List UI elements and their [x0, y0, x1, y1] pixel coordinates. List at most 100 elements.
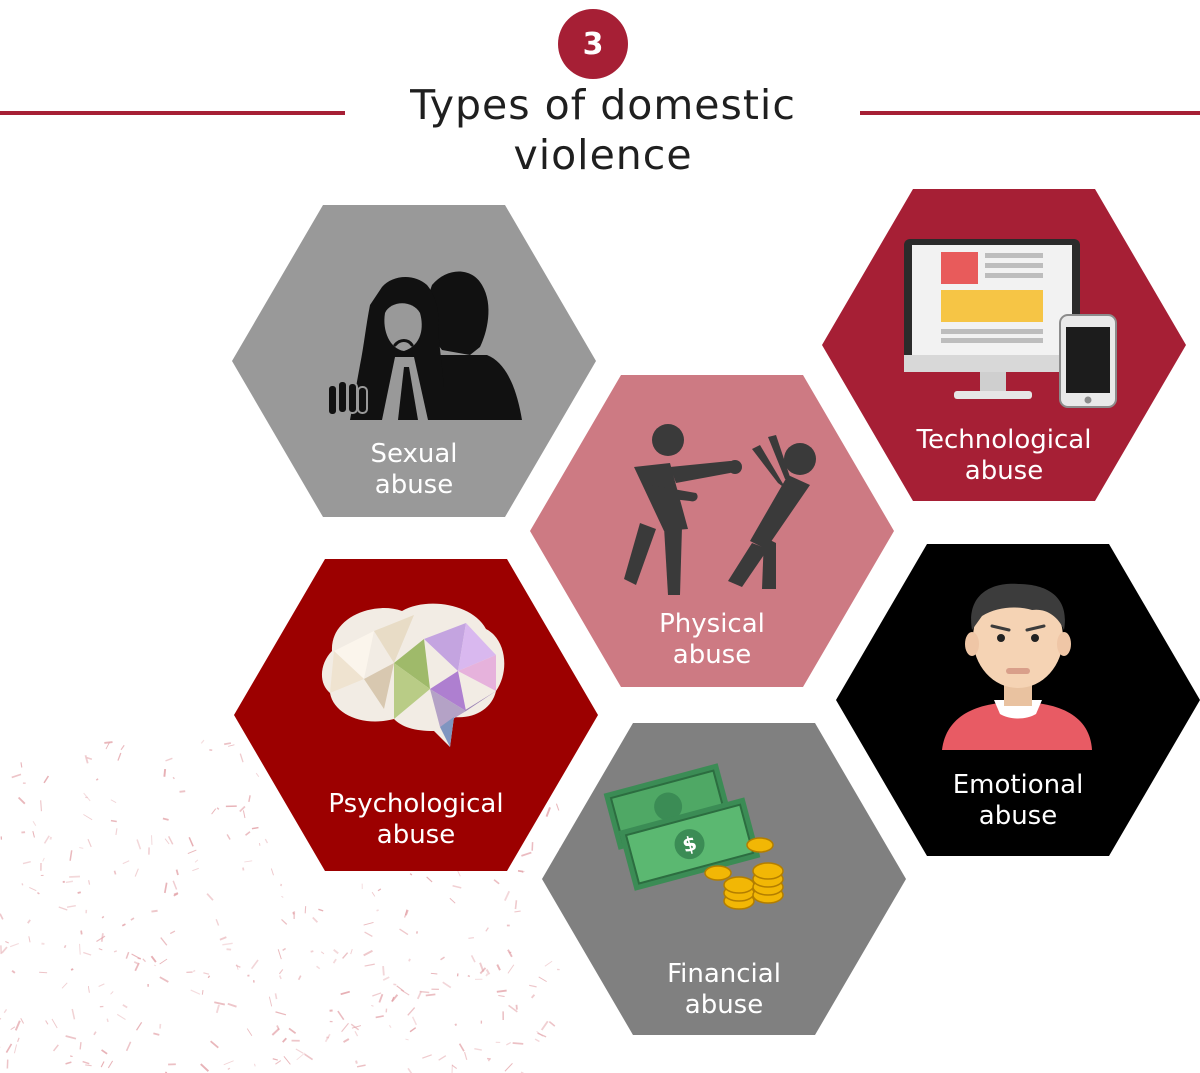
speckle-mark	[43, 835, 50, 844]
speckle-mark	[113, 950, 118, 953]
speckle-mark	[228, 744, 235, 747]
speckle-mark	[275, 1060, 282, 1065]
speckle-mark	[79, 847, 84, 849]
speckle-mark	[215, 1004, 220, 1014]
speckle-mark	[65, 880, 74, 884]
hex-physical-abuse: Physical abuse	[530, 375, 894, 687]
speckle-mark	[275, 1011, 287, 1016]
speckle-mark	[42, 857, 45, 862]
speckle-mark	[409, 1027, 417, 1033]
brain-icon	[321, 603, 505, 747]
speckle-mark	[69, 850, 73, 861]
title-line-1: Types of domestic	[410, 81, 796, 129]
speckle-mark	[538, 976, 547, 983]
speckle-mark	[122, 860, 130, 865]
speckle-mark	[173, 892, 179, 897]
speckle-mark	[440, 956, 445, 961]
speckle-mark	[11, 969, 16, 974]
speckle-mark	[452, 885, 462, 889]
speckle-mark	[227, 1067, 231, 1070]
speckle-mark	[96, 935, 106, 943]
speckle-mark	[271, 1027, 280, 1036]
speckle-mark	[226, 834, 231, 840]
speckle-mark	[268, 996, 273, 1007]
speckle-mark	[200, 739, 205, 744]
speckle-mark	[63, 945, 67, 949]
label-line-2: abuse	[684, 990, 764, 1020]
speckle-mark	[296, 1052, 306, 1061]
speckle-mark	[312, 916, 319, 923]
label-line-2: abuse	[978, 801, 1058, 831]
speckle-mark	[150, 955, 157, 963]
speckle-mark	[364, 931, 373, 938]
speckle-mark	[242, 867, 245, 871]
speckle-mark	[110, 799, 117, 804]
speckle-mark	[93, 1031, 97, 1036]
speckle-mark	[216, 807, 220, 810]
speckle-mark	[113, 870, 117, 875]
speckle-mark	[297, 975, 302, 981]
page-title: Types of domestic violence	[360, 80, 846, 180]
speckle-mark	[507, 949, 513, 958]
hex-label: Emotional abuse	[836, 770, 1200, 832]
speckle-mark	[14, 1020, 21, 1031]
speckle-mark	[133, 961, 139, 965]
speckle-mark	[454, 1023, 458, 1027]
speckle-mark	[521, 851, 532, 857]
computer-and-phone-icon	[904, 239, 1117, 408]
speckle-mark	[130, 917, 135, 921]
speckle-mark	[485, 969, 491, 975]
speckle-mark	[0, 1017, 2, 1020]
speckle-mark	[356, 1064, 366, 1068]
speckle-mark	[136, 839, 142, 850]
hex-emotional-abuse: Emotional abuse	[836, 544, 1200, 856]
speckle-mark	[122, 1004, 128, 1009]
speckle-mark	[215, 918, 220, 926]
speckle-mark	[159, 958, 168, 965]
speckle-mark	[100, 933, 104, 942]
speckle-mark	[378, 993, 384, 1003]
speckle-mark	[69, 875, 81, 878]
speckle-mark	[485, 973, 489, 977]
speckle-mark	[65, 1035, 77, 1040]
speckle-mark	[468, 936, 475, 939]
speckle-mark	[332, 958, 337, 964]
speckle-mark	[98, 983, 105, 987]
speckle-mark	[194, 859, 199, 863]
speckle-mark	[98, 948, 103, 951]
label-line-1: Sexual	[370, 439, 458, 469]
speckle-mark	[105, 742, 110, 750]
couple-comforting-icon	[327, 271, 522, 420]
speckle-mark	[5, 1043, 13, 1053]
speckle-mark	[87, 838, 92, 848]
hex-technological-abuse: Technological abuse	[822, 189, 1186, 501]
hex-label: Financial abuse	[542, 959, 906, 1021]
punching-figures-icon	[624, 424, 816, 595]
speckle-mark	[282, 1037, 287, 1043]
speckle-mark	[292, 911, 295, 915]
speckle-mark	[244, 860, 253, 863]
header-rule-left	[0, 111, 345, 115]
speckle-mark	[80, 930, 83, 935]
svg-text:$: $	[680, 831, 700, 858]
speckle-mark	[163, 768, 167, 777]
speckle-mark	[382, 966, 385, 976]
speckle-mark	[83, 814, 93, 821]
speckle-mark	[278, 969, 284, 975]
speckle-mark	[270, 868, 274, 876]
money-and-coins-icon: $	[603, 763, 784, 910]
speckle-mark	[399, 928, 409, 936]
speckle-mark	[544, 960, 553, 967]
speckle-mark	[318, 908, 324, 912]
speckle-mark	[17, 796, 26, 805]
speckle-mark	[163, 882, 168, 894]
speckle-mark	[351, 1025, 362, 1029]
speckle-mark	[449, 897, 456, 904]
speckle-mark	[172, 776, 175, 780]
speckle-mark	[61, 982, 68, 989]
label-line-2: abuse	[376, 820, 456, 850]
speckle-mark	[407, 1067, 413, 1073]
speckle-mark	[493, 879, 500, 885]
speckle-mark	[512, 1042, 524, 1045]
speckle-mark	[521, 870, 525, 874]
